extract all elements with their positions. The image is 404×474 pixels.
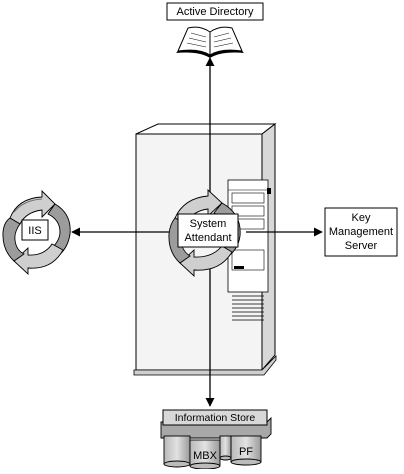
system-attendant-label-box bbox=[177, 213, 239, 248]
system-attendant-label-line2: Attendant bbox=[184, 232, 231, 244]
active-directory-node: Active Directory bbox=[166, 2, 264, 58]
system-attendant-label-line1: System bbox=[190, 218, 227, 230]
iis-node: IIS bbox=[2, 189, 71, 276]
iis-label: IIS bbox=[28, 225, 41, 237]
open-book-icon bbox=[176, 26, 244, 58]
pf-label: PF bbox=[239, 446, 253, 458]
iis-label-box bbox=[21, 219, 49, 241]
information-store-label-box bbox=[162, 409, 268, 426]
key-management-server-label-line1: Key bbox=[352, 212, 371, 224]
key-management-server-node: Key Management Server bbox=[324, 207, 398, 257]
mbx-label: MBX bbox=[193, 450, 218, 462]
key-management-server-label-line3: Server bbox=[345, 240, 378, 252]
active-directory-label: Active Directory bbox=[176, 6, 254, 18]
information-store-label: Information Store bbox=[175, 412, 256, 424]
circular-arrows-icon bbox=[2, 189, 71, 276]
key-management-server-label-line2: Management bbox=[329, 226, 393, 238]
key-management-server-box bbox=[324, 207, 398, 257]
active-directory-label-box bbox=[166, 2, 264, 21]
information-store-node: Information Store MBX PF bbox=[160, 409, 272, 470]
server-tower-icon bbox=[133, 122, 277, 376]
system-attendant-node: System Attendant bbox=[168, 188, 241, 278]
